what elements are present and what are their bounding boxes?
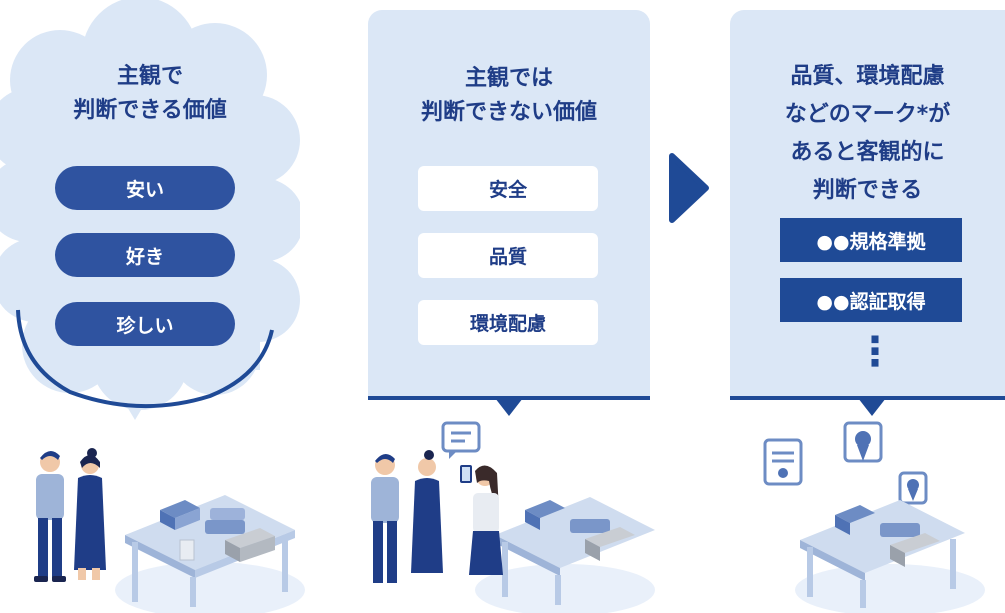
pill-rare: 珍しい [55, 302, 235, 346]
mark-certification: ●●認証取得 [780, 278, 962, 322]
medal-icon [898, 471, 928, 505]
right-scene-illustration [763, 421, 985, 613]
pill-environment: 環境配慮 [418, 300, 598, 345]
left-title-line1: 主観で [116, 64, 183, 89]
right-title-line3: あると客観的に [790, 140, 945, 165]
award-badge-icon [843, 421, 883, 463]
right-title-line4: 判断できる [812, 178, 923, 203]
middle-scene-illustration [371, 421, 655, 613]
pill-safety: 安全 [418, 166, 598, 211]
left-title-line2: 判断できる価値 [73, 98, 227, 123]
chat-bubble-icon [441, 421, 481, 459]
right-panel-pointer [858, 398, 886, 416]
certificate-icon [763, 438, 803, 486]
middle-title-line2: 判断できない価値 [420, 100, 597, 125]
right-panel [730, 10, 1005, 400]
pill-cheap: 安い [55, 166, 235, 210]
mark-standard-compliance: ●●規格準拠 [780, 218, 962, 262]
right-title-line1: 品質、環境配慮 [790, 64, 945, 89]
right-title-line2: などのマーク*が [784, 102, 951, 127]
more-dots: ⋮ [855, 329, 895, 375]
pill-quality: 品質 [418, 233, 598, 278]
middle-title-line1: 主観では [464, 66, 553, 91]
left-scene-illustration [34, 448, 305, 613]
pill-like: 好き [55, 233, 235, 277]
arrow-right-icon [669, 153, 709, 223]
middle-panel-pointer [495, 398, 523, 416]
